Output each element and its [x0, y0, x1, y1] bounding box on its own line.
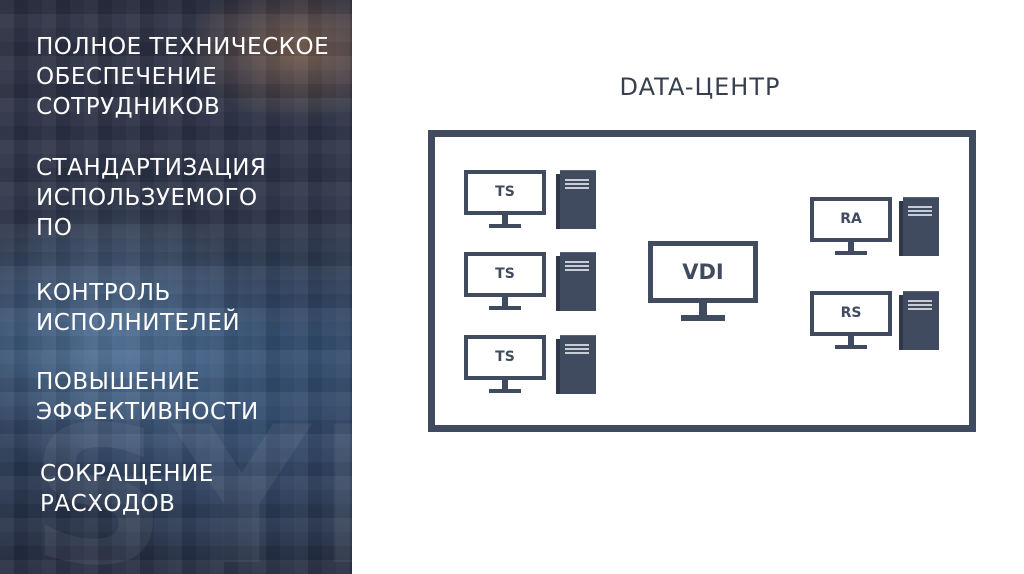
ts-label-3: TS	[464, 335, 546, 380]
benefit-item-2: СТАНДАРТИЗАЦИЯ ИСПОЛЬЗУЕМОГО ПО	[36, 155, 267, 241]
vdi-label: VDI	[648, 241, 758, 303]
server-tower-icon	[556, 335, 596, 394]
benefit-item-4: ПОВЫШЕНИЕ ЭФФЕКТИВНОСТИ	[36, 369, 259, 425]
benefit-item-1: ПОЛНОЕ ТЕХНИЧЕСКОЕ ОБЕСПЕЧЕНИЕ СОТРУДНИК…	[36, 34, 330, 120]
monitor-stand-icon	[848, 242, 854, 252]
monitor-stand-icon	[502, 380, 508, 390]
server-tower-icon	[899, 197, 939, 256]
left-panel: SYN ПОЛНОЕ ТЕХНИЧЕСКОЕ ОБЕСПЕЧЕНИЕ СОТРУ…	[0, 0, 352, 574]
monitor-base-icon	[835, 345, 867, 349]
monitor-stand-icon	[502, 297, 508, 307]
monitor-stand-icon	[502, 215, 508, 225]
monitor-base-icon	[489, 224, 521, 228]
rs-label: RS	[810, 291, 892, 336]
watermark-text: SYN	[30, 386, 352, 574]
monitor-stand-icon	[699, 303, 707, 317]
monitor-stand-icon	[848, 336, 854, 346]
server-tower-icon	[556, 252, 596, 311]
benefit-item-5: СОКРАЩЕНИЕ РАСХОДОВ	[40, 461, 214, 517]
monitor-base-icon	[835, 251, 867, 255]
ts-label-1: TS	[464, 170, 546, 215]
benefit-item-3: КОНТРОЛЬ ИСПОЛНИТЕЛЕЙ	[36, 280, 241, 336]
ra-label: RA	[810, 197, 892, 242]
server-tower-icon	[556, 170, 596, 229]
ts-label-2: TS	[464, 252, 546, 297]
server-tower-icon	[899, 291, 939, 350]
monitor-base-icon	[681, 315, 725, 321]
monitor-base-icon	[489, 306, 521, 310]
monitor-base-icon	[489, 389, 521, 393]
diagram-title: DATA-ЦЕНТР	[619, 73, 781, 101]
